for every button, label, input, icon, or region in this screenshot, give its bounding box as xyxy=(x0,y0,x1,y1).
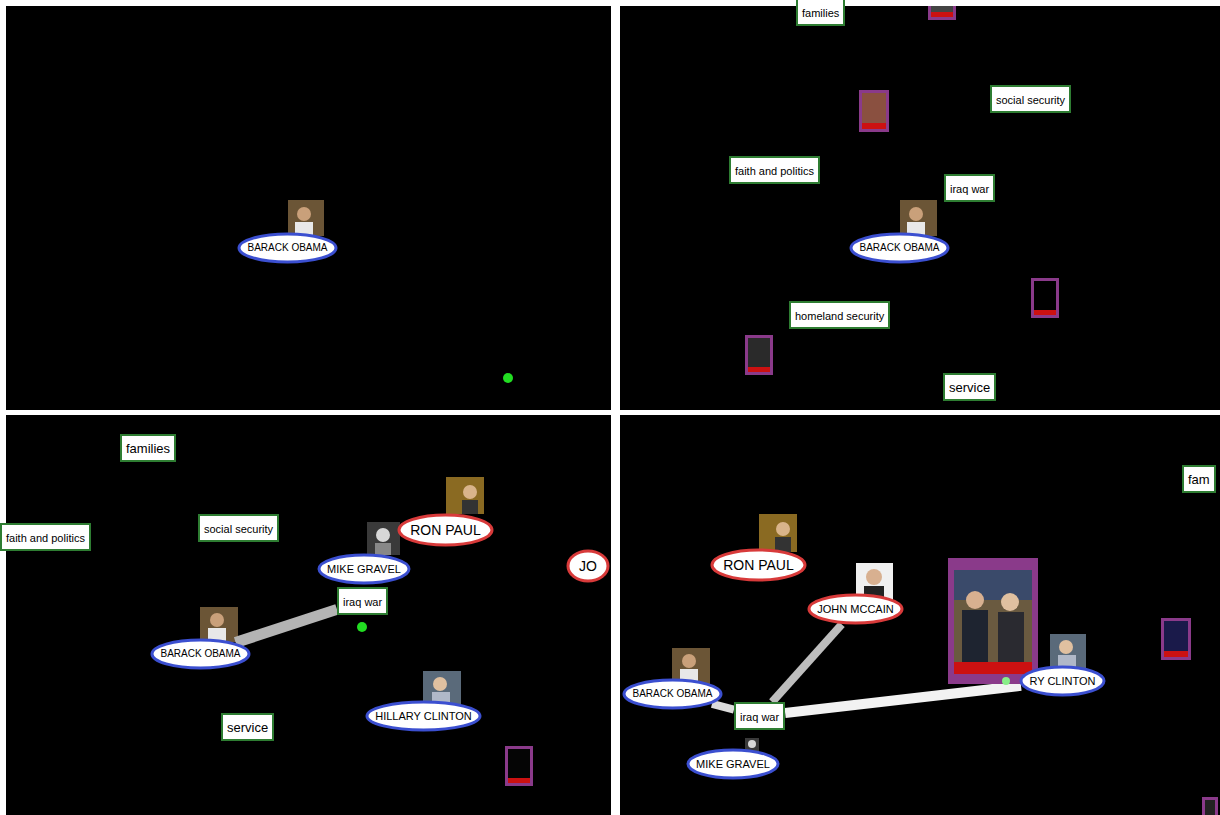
portrait-photo xyxy=(759,514,797,552)
pointer-dot xyxy=(1002,677,1010,685)
topic-box: iraq war xyxy=(944,174,995,202)
video-thumbnail xyxy=(745,335,773,375)
portrait-photo xyxy=(367,522,400,555)
candidate-name: RON PAUL xyxy=(723,558,794,572)
portrait-photo xyxy=(288,200,324,236)
candidate-ellipse: RY CLINTON xyxy=(1019,665,1106,697)
topic-label: families xyxy=(802,8,839,19)
video-thumbnail xyxy=(1031,278,1059,318)
video-thumbnail xyxy=(859,90,889,132)
topic-box: homeland security xyxy=(789,301,890,329)
topic-box: faith and politics xyxy=(729,156,820,184)
topic-box: families xyxy=(796,0,845,26)
candidate-name: BARACK OBAMA xyxy=(632,689,712,699)
portrait-photo xyxy=(900,200,937,236)
candidate-ellipse: JO xyxy=(566,549,610,583)
video-thumbnail xyxy=(1161,618,1191,660)
topic-label: service xyxy=(227,721,268,734)
pointer-dot xyxy=(503,373,513,383)
topic-box: iraq war xyxy=(337,587,388,615)
candidate-ellipse: RON PAUL xyxy=(397,513,494,547)
candidate-name: JOHN MCCAIN xyxy=(817,604,893,615)
video-thumbnail xyxy=(505,746,533,786)
portrait-photo xyxy=(1050,634,1086,669)
topic-box: social security xyxy=(198,514,279,542)
candidate-ellipse: MIKE GRAVEL xyxy=(317,553,411,585)
portrait-photo xyxy=(446,477,484,514)
candidate-ellipse: MIKE GRAVEL xyxy=(686,748,780,780)
candidate-name: RON PAUL xyxy=(410,523,481,537)
topic-box: iraq war xyxy=(734,702,785,730)
pointer-dot xyxy=(357,622,367,632)
candidate-name: BARACK OBAMA xyxy=(859,243,939,253)
topic-box: social security xyxy=(990,85,1071,113)
topic-box: service xyxy=(943,373,996,401)
topic-label: iraq war xyxy=(343,597,382,608)
topic-label: social security xyxy=(204,524,273,535)
candidate-name: HILLARY CLINTON xyxy=(375,711,472,722)
candidate-name: RY CLINTON xyxy=(1029,676,1095,687)
topic-box: service xyxy=(221,713,274,741)
candidate-ellipse: HILLARY CLINTON xyxy=(365,700,482,732)
topic-label: homeland security xyxy=(795,311,884,322)
topic-label: iraq war xyxy=(740,712,779,723)
candidate-ellipse: BARACK OBAMA xyxy=(849,232,950,264)
topic-box: families xyxy=(120,434,176,462)
candidate-name: MIKE GRAVEL xyxy=(327,564,401,575)
candidate-ellipse: BARACK OBAMA xyxy=(237,232,338,264)
link-line xyxy=(712,704,734,710)
candidate-ellipse: JOHN MCCAIN xyxy=(807,593,904,625)
topic-label: service xyxy=(949,381,990,394)
candidate-name: JO xyxy=(579,559,597,573)
candidate-ellipse: RON PAUL xyxy=(710,548,807,582)
topic-label: faith and politics xyxy=(6,533,85,544)
candidate-ellipse: BARACK OBAMA xyxy=(622,678,723,710)
link-line xyxy=(236,609,337,642)
candidate-name: MIKE GRAVEL xyxy=(696,759,770,770)
topic-label: social security xyxy=(996,95,1065,106)
topic-label: faith and politics xyxy=(735,166,814,177)
candidate-name: BARACK OBAMA xyxy=(160,649,240,659)
topic-box: fam xyxy=(1182,465,1216,493)
video-thumbnail xyxy=(1202,797,1218,815)
topic-label: fam xyxy=(1188,473,1210,486)
portrait-photo xyxy=(200,607,238,642)
candidate-ellipse: BARACK OBAMA xyxy=(150,638,251,670)
topic-label: families xyxy=(126,442,170,455)
video-thumbnail xyxy=(948,558,1038,684)
topic-box: faith and politics xyxy=(0,523,91,551)
video-thumbnail xyxy=(928,6,956,20)
topic-label: iraq war xyxy=(950,184,989,195)
candidate-name: BARACK OBAMA xyxy=(247,243,327,253)
link-line xyxy=(772,624,842,702)
link-line xyxy=(785,686,1021,713)
